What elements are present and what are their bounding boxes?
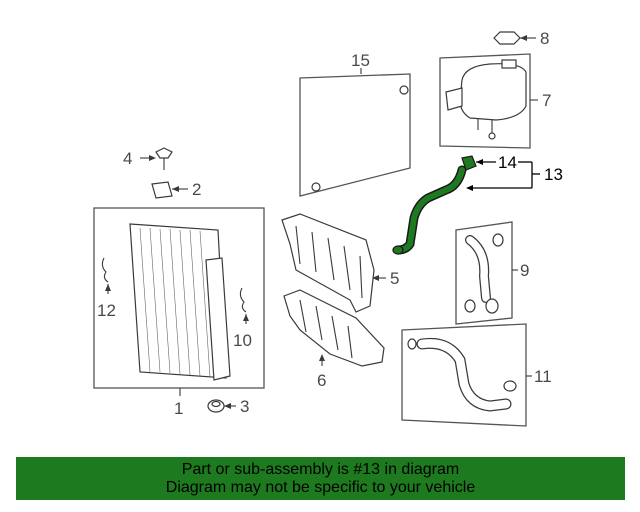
- banner-line-2: Diagram may not be specific to your vehi…: [165, 479, 476, 496]
- callout-15: 15: [351, 51, 370, 70]
- part-13-highlighted-hose[interactable]: [392, 165, 467, 255]
- part-5-shroud[interactable]: 5: [281, 213, 399, 313]
- part-1-radiator-group[interactable]: 1 12 10: [93, 207, 265, 418]
- exploded-parts-diagram: 15 7 8 14 13: [93, 29, 563, 427]
- part-15-group[interactable]: 15: [299, 51, 411, 197]
- callout-7: 7: [542, 91, 551, 110]
- callout-14: 14: [498, 153, 517, 172]
- callout-1: 1: [174, 399, 183, 418]
- part-8-cap[interactable]: 8: [493, 29, 549, 48]
- callout-5: 5: [390, 269, 399, 288]
- part-14-clip[interactable]: 14 13: [461, 153, 563, 191]
- callout-8: 8: [540, 29, 549, 48]
- callout-9: 9: [520, 261, 529, 280]
- part-9-group[interactable]: 9: [455, 221, 529, 325]
- highlight-notice-banner: Part or sub-assembly is #13 in diagram D…: [16, 457, 625, 500]
- banner-line-1: Part or sub-assembly is #13 in diagram: [181, 461, 460, 478]
- part-4-bolt[interactable]: 4: [123, 147, 173, 170]
- callout-10: 10: [233, 331, 252, 350]
- callout-2: 2: [192, 180, 201, 199]
- callout-3: 3: [240, 397, 249, 416]
- callout-13: 13: [544, 165, 563, 184]
- part-2-bracket[interactable]: 2: [151, 180, 201, 199]
- callout-6: 6: [317, 371, 326, 390]
- part-7-group[interactable]: 7: [439, 53, 551, 149]
- part-3-grommet[interactable]: 3: [207, 397, 249, 416]
- part-6-lower-shroud[interactable]: 6: [283, 289, 385, 390]
- callout-11: 11: [534, 367, 552, 386]
- callout-4: 4: [123, 149, 132, 168]
- part-11-group[interactable]: 11: [401, 323, 552, 427]
- callout-12: 12: [97, 301, 116, 320]
